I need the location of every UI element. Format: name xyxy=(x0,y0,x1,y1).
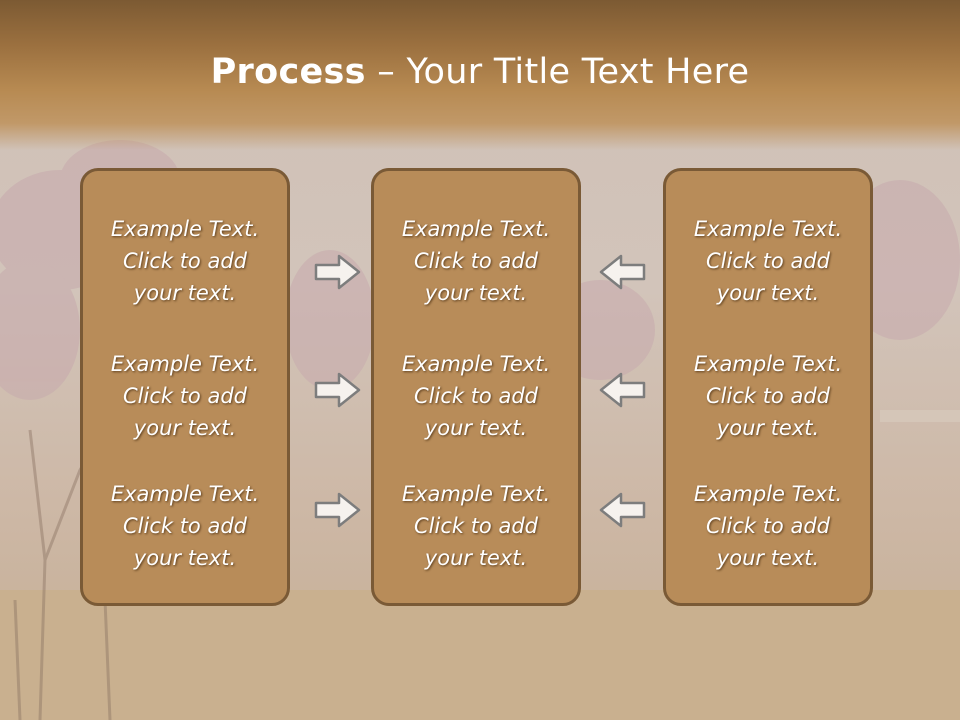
arrow-left-icon[interactable] xyxy=(597,490,647,530)
text-placeholder[interactable]: Example Text. Click to add your text. xyxy=(374,348,578,444)
text-line: Click to add xyxy=(705,514,830,538)
text-placeholder[interactable]: Example Text. Click to add your text. xyxy=(83,478,287,574)
title-bold: Process xyxy=(210,52,366,92)
text-placeholder[interactable]: Example Text. Click to add your text. xyxy=(83,348,287,444)
text-line: Click to add xyxy=(122,249,247,273)
text-line: Example Text. xyxy=(110,352,260,376)
title-band xyxy=(0,0,960,150)
text-line: Example Text. xyxy=(693,217,843,241)
arrow-right-icon[interactable] xyxy=(313,490,363,530)
text-placeholder[interactable]: Example Text. Click to add your text. xyxy=(666,478,870,574)
arrow-right-icon[interactable] xyxy=(313,370,363,410)
text-line: Click to add xyxy=(413,514,538,538)
text-placeholder[interactable]: Example Text. Click to add your text. xyxy=(374,478,578,574)
process-box-right[interactable]: Example Text. Click to add your text. Ex… xyxy=(663,168,873,606)
text-line: your text. xyxy=(133,416,237,440)
text-line: Example Text. xyxy=(401,217,551,241)
text-line: Example Text. xyxy=(693,352,843,376)
text-line: Click to add xyxy=(122,384,247,408)
process-box-center[interactable]: Example Text. Click to add your text. Ex… xyxy=(371,168,581,606)
text-line: Click to add xyxy=(705,384,830,408)
text-line: Click to add xyxy=(413,384,538,408)
arrow-left-icon[interactable] xyxy=(597,252,647,292)
text-line: Click to add xyxy=(413,249,538,273)
text-line: your text. xyxy=(424,546,528,570)
text-line: your text. xyxy=(716,546,820,570)
text-line: Example Text. xyxy=(110,482,260,506)
slide-title[interactable]: Process – Your Title Text Here xyxy=(0,52,960,92)
text-line: your text. xyxy=(133,281,237,305)
text-line: your text. xyxy=(424,281,528,305)
text-line: your text. xyxy=(133,546,237,570)
text-line: Example Text. xyxy=(693,482,843,506)
process-box-left[interactable]: Example Text. Click to add your text. Ex… xyxy=(80,168,290,606)
text-placeholder[interactable]: Example Text. Click to add your text. xyxy=(83,213,287,309)
text-line: Click to add xyxy=(122,514,247,538)
text-placeholder[interactable]: Example Text. Click to add your text. xyxy=(666,348,870,444)
text-placeholder[interactable]: Example Text. Click to add your text. xyxy=(666,213,870,309)
text-line: your text. xyxy=(424,416,528,440)
text-line: Click to add xyxy=(705,249,830,273)
text-placeholder[interactable]: Example Text. Click to add your text. xyxy=(374,213,578,309)
title-rest: – Your Title Text Here xyxy=(365,52,750,92)
text-line: your text. xyxy=(716,416,820,440)
arrow-left-icon[interactable] xyxy=(597,370,647,410)
text-line: Example Text. xyxy=(401,482,551,506)
text-line: Example Text. xyxy=(401,352,551,376)
text-line: your text. xyxy=(716,281,820,305)
arrow-right-icon[interactable] xyxy=(313,252,363,292)
text-line: Example Text. xyxy=(110,217,260,241)
